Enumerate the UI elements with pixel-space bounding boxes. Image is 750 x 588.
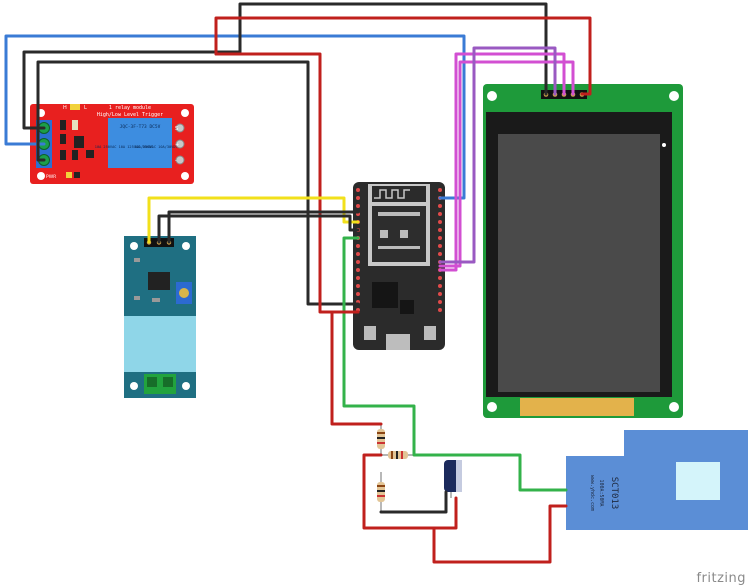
tft-flex-connector (520, 398, 634, 416)
esp32-right-pins (438, 188, 442, 312)
en-button (424, 326, 436, 340)
wire-red-bottom (362, 453, 458, 530)
wire-magenta-2 (438, 60, 575, 268)
wire-red-divider (330, 310, 383, 426)
relay-jumper-h: H (63, 105, 67, 111)
wire-magenta-1 (438, 52, 566, 272)
relay-pin-plus: + (175, 142, 179, 148)
relay-pwr-label: PWR (46, 174, 56, 180)
boot-button (364, 326, 376, 340)
resistor-top (377, 424, 385, 454)
resistor-bottom (377, 472, 385, 512)
sct013-sensor: SCT013 100A:50MA www.yhdc.com (566, 430, 748, 530)
wire-green (342, 236, 568, 492)
wire-red-top (214, 16, 592, 96)
relay-subtitle: High/Low Level Trigger (97, 112, 163, 118)
voltage-sensor-module (124, 236, 196, 398)
wire-black-cap (379, 490, 448, 514)
fritzing-watermark: fritzing (696, 571, 746, 586)
wire-red-sct (432, 504, 568, 564)
relay-spec-right: 10A/250VAC 10A/30VDC (134, 145, 177, 149)
relay-spec-left: 10A 250VAC 10A 125VAC 30VDC (95, 145, 153, 149)
wire-black-top (22, 2, 548, 130)
wires (4, 2, 592, 564)
wire-red-relay-esp (214, 52, 360, 314)
sensor-title: SCT013 (609, 477, 619, 510)
sensor-url: www.yhdc.com (589, 475, 595, 511)
sensor-window (676, 462, 720, 500)
wire-black-relay-esp (36, 60, 360, 306)
tft-display-module (483, 84, 683, 418)
relay-part: JQC-3F-T73 DC5V (120, 124, 161, 130)
resistor-middle (381, 451, 414, 459)
transformer (124, 316, 196, 372)
usb-uart-chip (372, 282, 398, 308)
relay-pin-s: S (175, 126, 178, 132)
wire-black-sensor-2 (167, 210, 360, 244)
wire-yellow (147, 196, 360, 244)
micro-usb-port (386, 334, 410, 350)
relay-pin-minus: - (175, 158, 177, 164)
wire-black-sensor-1 (157, 214, 360, 244)
capacitor (444, 460, 462, 498)
sensor-rating: 100A:50MA (598, 479, 604, 506)
relay-module: JQC-3F-T73 DC5V 10A 250VAC 10A 125VAC 30… (30, 104, 194, 184)
relay-title: 1 relay module (109, 105, 151, 111)
tft-screen (498, 134, 660, 392)
esp32-board (353, 182, 445, 350)
wire-purple (438, 46, 557, 264)
sensor-chip (148, 272, 170, 290)
relay-coil-box (108, 118, 172, 168)
relay-jumper-l: L (84, 105, 87, 111)
